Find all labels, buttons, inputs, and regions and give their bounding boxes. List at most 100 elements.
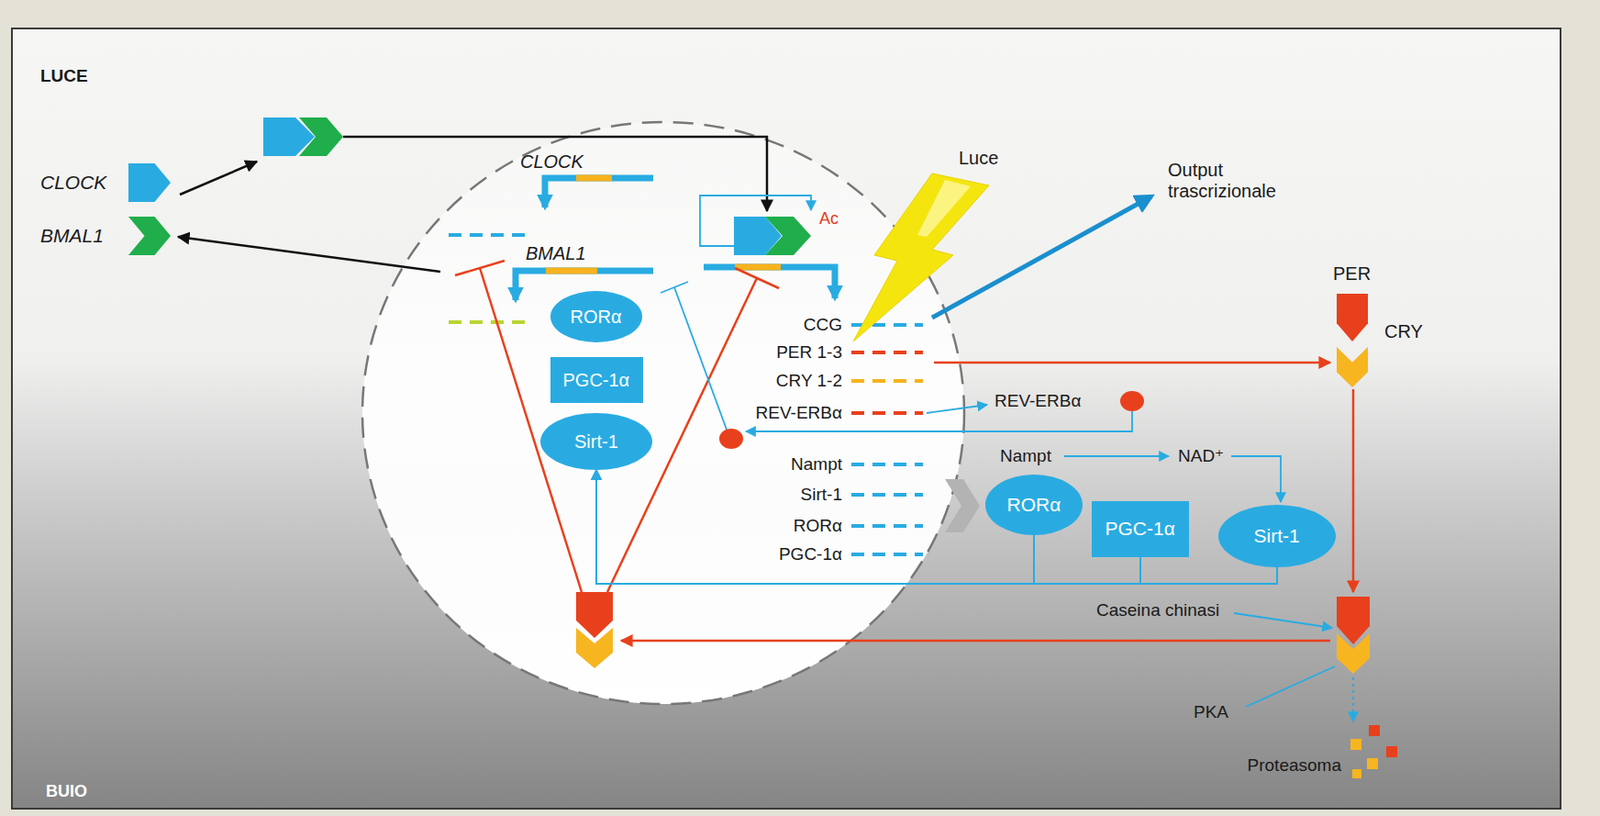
node-label: CLOCK [40,171,107,194]
node-label: PGC-1α [563,369,631,391]
protein-node: CRY [1336,321,1423,388]
clock-gene [544,177,654,208]
acetyl-label: Ac [819,209,839,229]
shape-outline [128,163,171,202]
protein-ellipse: RORα [550,290,643,343]
protein-box: PGC-1α [1091,500,1189,557]
inhibition-bar [455,260,505,276]
ccg-gene [703,266,835,299]
inhibition-bar [734,267,779,289]
proteasome-fragment [1352,768,1362,778]
box-shape [550,356,644,403]
node-label: BMAL1 [40,224,104,247]
gene-label: PER 1-3 [776,342,843,363]
gene-label: Sirt-1 [800,484,843,505]
node-label: Sirt-1 [574,431,619,453]
activation-connector [596,469,1141,584]
proteasome-fragment [1386,745,1398,757]
translation-arrow [177,236,441,272]
protein-shape [1336,346,1368,388]
inhibition-bar [660,281,689,293]
ellipse-shape [540,412,653,470]
per-protein [576,591,613,638]
activation-arrow [1231,455,1281,502]
ellipse-shape [985,474,1083,535]
synthesis-arrow [1064,455,1169,457]
protein-node: CLOCK [40,163,171,202]
gene-label: PGC-1α [778,544,843,565]
enzyme-label: PKA [1193,701,1229,723]
mrna-dashes [851,552,923,556]
ellipse-shape [550,290,643,343]
mrna-dashes [851,411,923,415]
node-label: CRY [1384,321,1423,343]
nuclear-import-arrow [621,639,1331,643]
proteasome-fragment [1350,738,1362,750]
translation-chevron [944,478,980,533]
degradation-arrow [1352,677,1355,722]
region-label: BUIO [45,781,88,801]
protein-shape [128,216,171,256]
nuclear-import-arrow [343,136,767,212]
protein-ellipse: Sirt-1 [1218,504,1336,567]
ellipse-shape [1218,504,1336,567]
shape-outline [1336,346,1368,388]
enzyme-label: Caseina chinasi [1096,600,1220,621]
protein-label: REV-ERBα [994,390,1081,412]
shape-outline [128,216,171,256]
protein-ellipse: Sirt-1 [540,412,653,470]
per-protein [1336,596,1370,645]
node-label: RORα [570,306,623,328]
gene-label: RORα [793,515,843,536]
proteasome-label: Proteasoma [1247,755,1342,776]
proteasome-fragment [1368,724,1380,736]
gene-label: REV-ERBα [755,402,843,423]
gene-label: CCG [803,314,843,335]
nucleus-outline [362,122,965,704]
binding-arrow [179,161,257,195]
cofactor-label: NAD⁺ [1177,445,1224,467]
gene-label: CLOCK [520,151,584,173]
mrna-dashes [851,523,923,528]
node-label: RORα [1007,493,1062,516]
mrna-dashes [851,492,923,497]
box-shape [1091,500,1189,557]
protein-ellipse: RORα [985,474,1083,535]
rev-erb-protein [1120,390,1145,412]
gene-label: Nampt [790,454,843,475]
light-label: Luce [958,147,999,169]
output-arrow [932,196,1152,318]
shape-outline [1336,293,1368,342]
background-panel [11,28,1561,809]
translation-arrow [926,404,988,413]
region-label: LUCE [40,66,89,87]
mrna-dashes [851,350,923,355]
inhibition-line [674,287,727,430]
gene-label: CRY 1-2 [776,370,843,391]
mrna-dashes [851,462,923,467]
mrna-dashes [448,233,526,237]
phosphorylation-line [1245,666,1335,707]
protein-box: PGC-1α [550,356,644,403]
mrna-dashes [851,378,923,383]
promoter [734,264,781,271]
bmal1-protein [299,117,344,156]
gene-label: BMAL1 [525,243,587,265]
promoter [545,267,598,275]
light-bolt [853,173,989,342]
node-label: Sirt-1 [1254,524,1300,547]
phosphorylation-arrow [1233,612,1333,628]
protein-node: BMAL1 [40,216,171,256]
protein-shape [1336,293,1368,342]
activation-connector [596,469,1278,584]
bmal1-protein [765,216,812,256]
protein-shape [128,163,171,202]
promoter [576,175,612,182]
node-label: PGC-1α [1105,517,1176,540]
protein-node: PER [1333,263,1372,342]
node-label: PER [1333,263,1371,285]
bolt-glare [917,179,971,237]
output-label: Output trascrizionale [1167,159,1315,202]
activation-connector [596,469,1034,584]
